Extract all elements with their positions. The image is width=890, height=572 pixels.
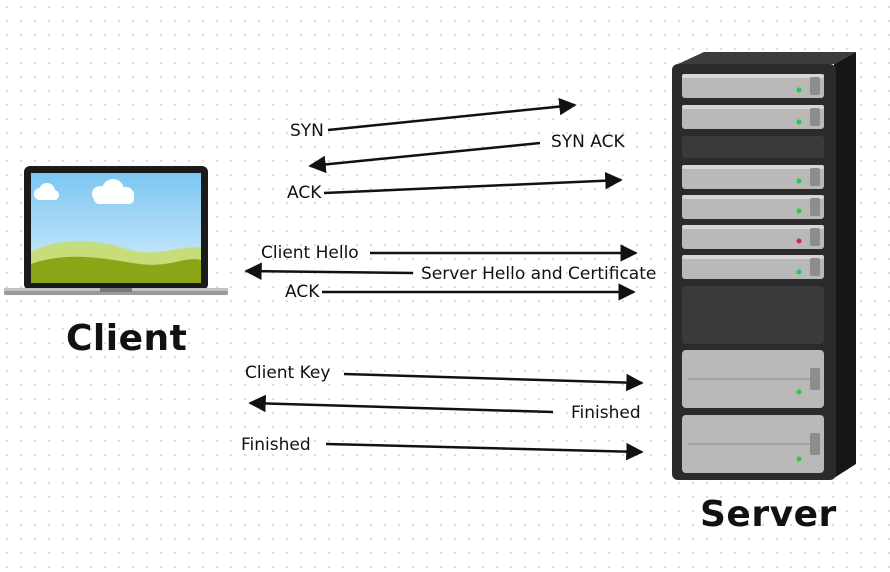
- server-unit: [682, 225, 824, 249]
- message-label: Finished: [241, 435, 311, 455]
- server-unit: [682, 105, 824, 129]
- syn-arrow: [327, 97, 577, 132]
- vent-panel: [682, 286, 824, 344]
- message-label: SYN: [290, 121, 324, 141]
- server-unit: [682, 74, 824, 98]
- server-unit-large: [682, 350, 824, 408]
- server-finished-arrow: [248, 394, 554, 414]
- ack-arrow: [323, 171, 623, 195]
- vent-panel: [682, 136, 824, 158]
- server-hello-arrow: [244, 262, 414, 280]
- server-unit: [682, 195, 824, 219]
- message-label: ACK: [287, 183, 322, 203]
- server-unit: [682, 165, 824, 189]
- message-label: Server Hello and Certificate: [421, 264, 657, 284]
- message-label: SYN ACK: [551, 132, 625, 152]
- laptop-icon: [4, 166, 228, 295]
- server-rack-icon: [672, 52, 856, 480]
- client-finished-arrow: [325, 442, 644, 461]
- syn-ack-arrow: [308, 141, 541, 174]
- message-label: Finished: [571, 403, 641, 423]
- server-unit-large: [682, 415, 824, 473]
- server-unit: [682, 255, 824, 279]
- message-label: ACK: [285, 282, 320, 302]
- client-key-arrow: [343, 372, 644, 392]
- message-label: Client Hello: [261, 243, 359, 263]
- server-label: Server: [700, 494, 837, 535]
- message-label: Client Key: [245, 363, 331, 383]
- client-label: Client: [66, 318, 188, 359]
